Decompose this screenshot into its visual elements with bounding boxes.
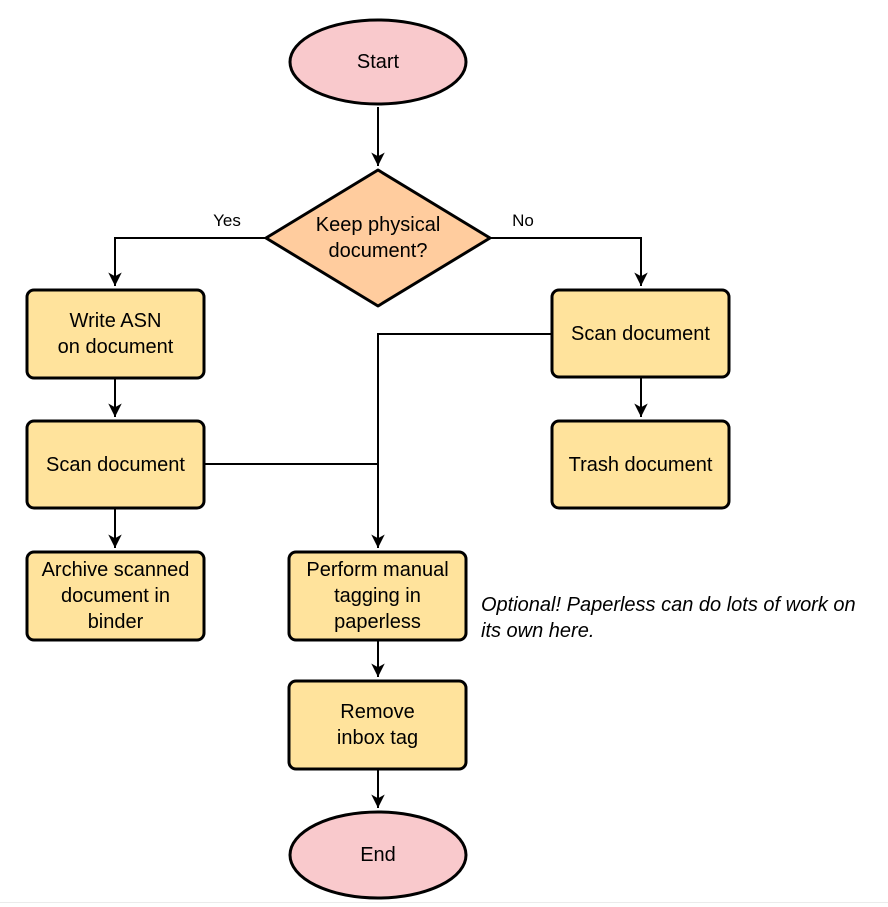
write-asn-node-shape (25, 288, 206, 380)
scan-document-right-node-shape (550, 288, 731, 379)
remove-inbox-tag-node-shape (287, 679, 468, 771)
trash-document-node-shape (550, 419, 731, 510)
start-node-shape (288, 18, 468, 106)
end-node-shape (288, 810, 468, 900)
bottom-divider (0, 902, 888, 903)
connector-decision-no-to-scan-right (489, 237, 648, 286)
connector-scan-right-to-tagging (371, 333, 552, 548)
scan-document-left-node-shape (25, 419, 206, 510)
archive-binder-node-shape (25, 550, 206, 642)
decision-node-shape (264, 168, 492, 308)
connector-decision-yes-to-write-asn (108, 237, 266, 286)
manual-tagging-node-shape (287, 550, 468, 642)
